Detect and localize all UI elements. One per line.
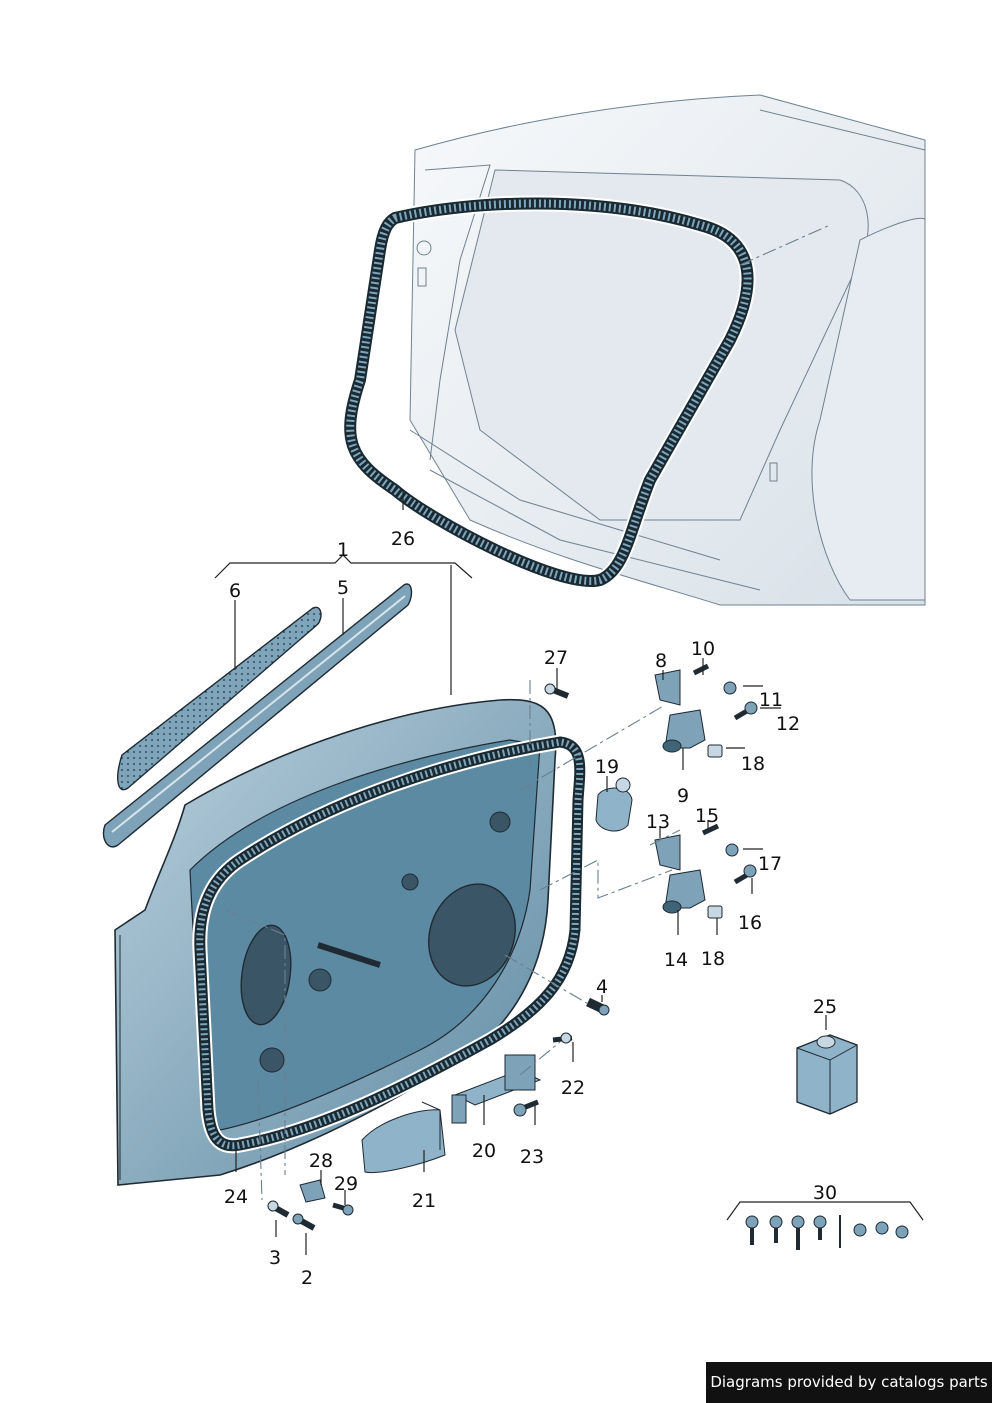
callout-16: 16 xyxy=(738,912,762,934)
callout-11: 11 xyxy=(759,689,783,711)
upper-hinge xyxy=(654,663,758,758)
callout-28: 28 xyxy=(309,1150,333,1172)
window-seal-strip-6 xyxy=(117,606,322,791)
door-check-20 xyxy=(451,1054,542,1124)
sealant-container-25 xyxy=(796,1034,858,1115)
callout-21: 21 xyxy=(412,1190,436,1212)
callout-8: 8 xyxy=(655,650,667,672)
callout-13: 13 xyxy=(646,811,670,833)
callout-15: 15 xyxy=(695,805,719,827)
callout-17: 17 xyxy=(758,853,782,875)
callout-27: 27 xyxy=(544,647,568,669)
callout-22: 22 xyxy=(561,1077,585,1099)
bolt-2 xyxy=(292,1213,316,1231)
bolt-23 xyxy=(513,1099,539,1117)
callout-29: 29 xyxy=(334,1173,358,1195)
window-trim-strip-5 xyxy=(102,583,413,848)
bolt-22 xyxy=(552,1032,573,1044)
leader-lines xyxy=(214,490,827,1255)
check-strap-cover-19 xyxy=(595,777,633,832)
callout-1: 1 xyxy=(337,539,349,561)
screw-29 xyxy=(332,1202,354,1216)
callout-6: 6 xyxy=(229,580,241,602)
lower-hinge xyxy=(654,823,757,919)
callout-25: 25 xyxy=(813,996,837,1018)
clip-28 xyxy=(299,1179,326,1203)
callout-5: 5 xyxy=(337,577,349,599)
car-body-shell xyxy=(409,94,926,606)
watermark-banner: Diagrams provided by catalogs parts xyxy=(706,1362,992,1403)
callout-18-upper: 18 xyxy=(741,753,765,775)
callout-14: 14 xyxy=(664,949,688,971)
callout-19: 19 xyxy=(595,756,619,778)
fastener-set-30 xyxy=(726,1201,924,1250)
callouts: 1 6 5 26 27 8 10 11 12 18 9 19 13 15 17 … xyxy=(224,528,837,1289)
callout-20: 20 xyxy=(472,1140,496,1162)
callout-24: 24 xyxy=(224,1186,248,1208)
callout-2: 2 xyxy=(301,1267,313,1289)
callout-9: 9 xyxy=(677,785,689,807)
bolt-3 xyxy=(267,1200,290,1218)
callout-3: 3 xyxy=(269,1247,281,1269)
bolt-27 xyxy=(544,683,570,699)
callout-12: 12 xyxy=(776,713,800,735)
callout-10: 10 xyxy=(691,638,715,660)
plug-4 xyxy=(586,997,610,1016)
callout-26: 26 xyxy=(391,528,415,550)
body-seal-26 xyxy=(342,195,756,589)
door-seal-24 xyxy=(192,734,588,1154)
callout-18-lower: 18 xyxy=(701,948,725,970)
assembly-lines xyxy=(224,224,831,1201)
handle-cover-21 xyxy=(361,1101,446,1174)
callout-23: 23 xyxy=(520,1146,544,1168)
callout-30: 30 xyxy=(813,1182,837,1204)
callout-4: 4 xyxy=(596,976,608,998)
